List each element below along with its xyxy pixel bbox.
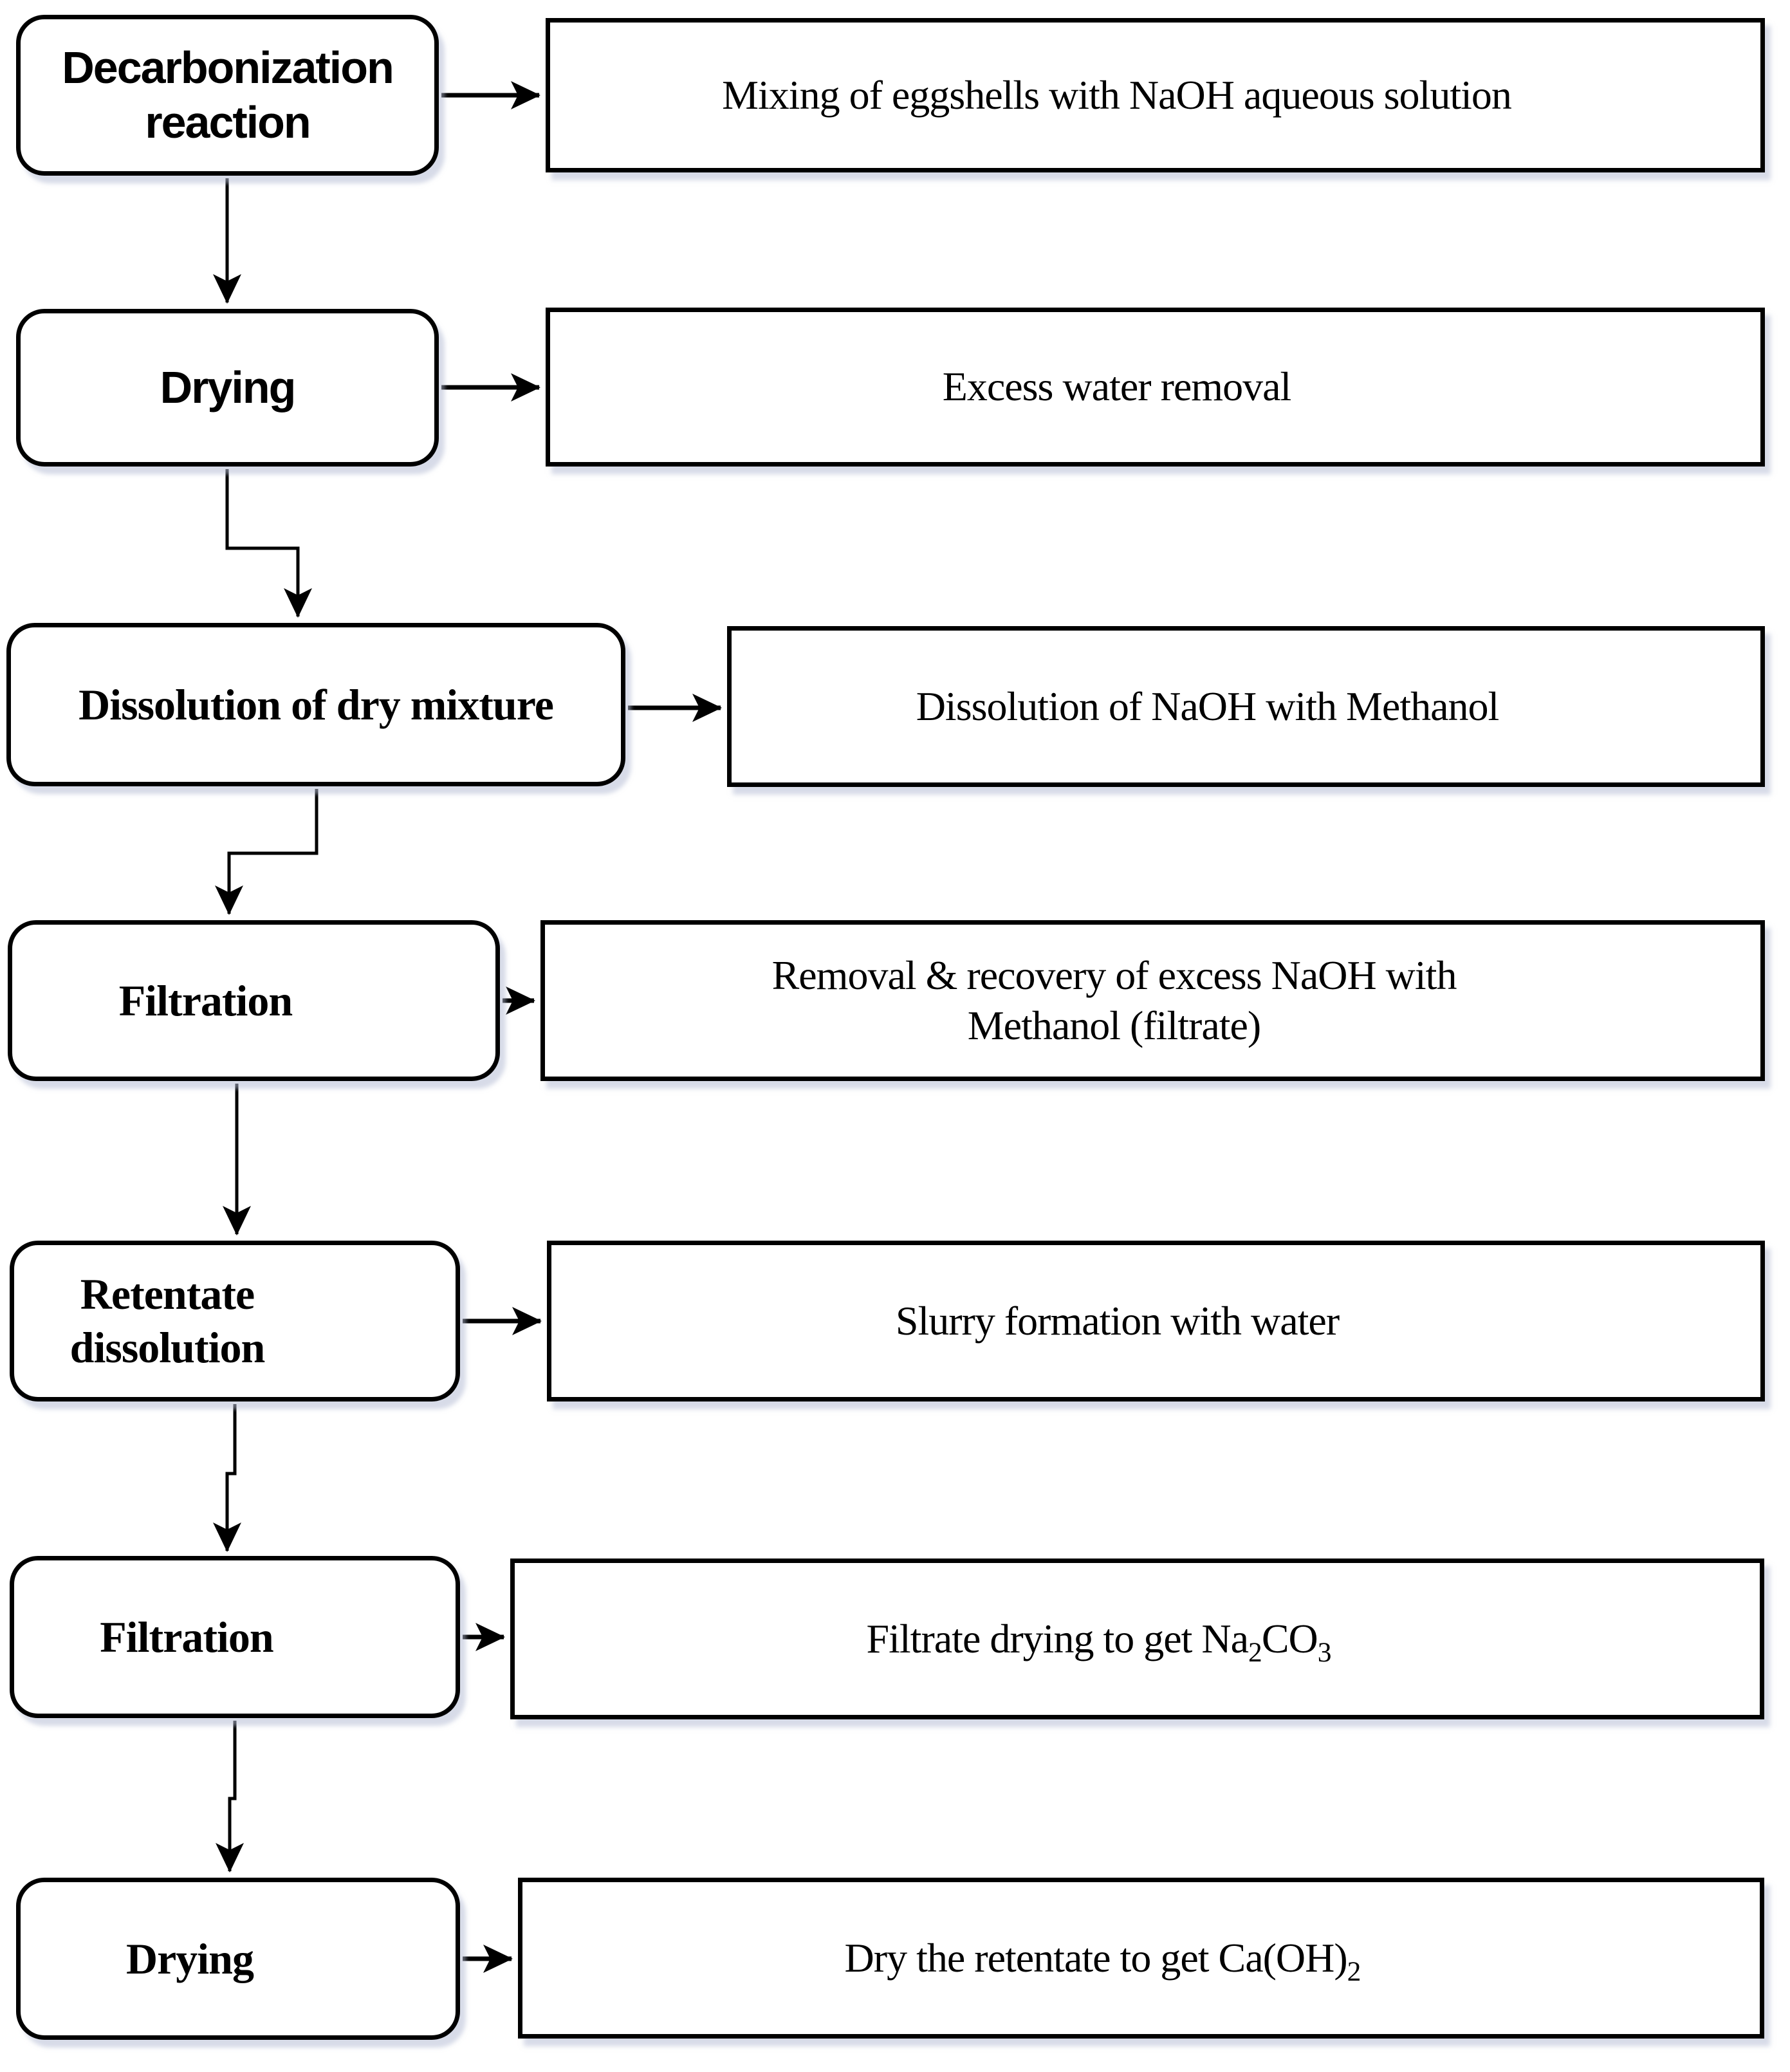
process-label-filtration-1: Filtration	[118, 976, 293, 1025]
desc-label-dissolution-naoh-methanol: Dissolution of NaOH with Methanol	[916, 683, 1500, 729]
process-box-filtration-2: Filtration	[10, 1556, 460, 1718]
desc-box-mixing-eggshells: Mixing of eggshells with NaOH aqueous so…	[546, 18, 1765, 172]
process-label-drying-1: Drying	[160, 362, 297, 412]
desc-box-slurry-formation: Slurry formation with water	[547, 1241, 1765, 1401]
process-label-decarbonization-reaction: Decarbonization reaction	[62, 42, 394, 147]
process-label-retentate-dissolution: Retentate dissolution	[69, 1270, 266, 1372]
desc-label-filtrate-drying-na2co3: Filtrate drying to get Na2CO3	[866, 1615, 1332, 1668]
process-box-retentate-dissolution: Retentate dissolution	[10, 1241, 460, 1401]
process-box-drying-1: Drying	[16, 309, 439, 467]
process-label-filtration-2: Filtration	[100, 1612, 274, 1661]
desc-label-dry-retentate-caoh2: Dry the retentate to get Ca(OH)2	[844, 1934, 1361, 1987]
connector-retentate-dissolution-to-filtration2	[213, 1404, 241, 1552]
desc-box-removal-recovery-naoh: Removal & recovery of excess NaOH with M…	[540, 920, 1765, 1081]
process-box-dissolution-dry-mixture: Dissolution of dry mixture	[6, 623, 625, 786]
process-box-drying-2: Drying	[16, 1878, 460, 2040]
desc-label-removal-recovery-naoh: Removal & recovery of excess NaOH with M…	[771, 952, 1457, 1048]
process-box-filtration-1: Filtration	[8, 920, 500, 1081]
process-label-dissolution-dry-mixture: Dissolution of dry mixture	[78, 680, 554, 729]
connector-drying1-to-dissolution-mixture	[225, 469, 312, 618]
desc-label-excess-water-removal: Excess water removal	[942, 364, 1292, 410]
desc-box-excess-water-removal: Excess water removal	[546, 308, 1765, 467]
connector-filtration2-to-drying2	[216, 1721, 244, 1873]
process-label-drying-2: Drying	[126, 1934, 254, 1983]
connector-dissolution-mixture-to-filtration1	[215, 789, 318, 915]
desc-label-mixing-eggshells: Mixing of eggshells with NaOH aqueous so…	[722, 71, 1512, 118]
desc-label-slurry-formation: Slurry formation with water	[895, 1297, 1340, 1344]
desc-box-filtrate-drying-na2co3: Filtrate drying to get Na2CO3	[510, 1559, 1764, 1719]
process-box-decarbonization-reaction: Decarbonization reaction	[16, 15, 439, 176]
desc-box-dry-retentate-caoh2: Dry the retentate to get Ca(OH)2	[518, 1878, 1764, 2039]
desc-box-dissolution-naoh-methanol: Dissolution of NaOH with Methanol	[727, 626, 1765, 787]
